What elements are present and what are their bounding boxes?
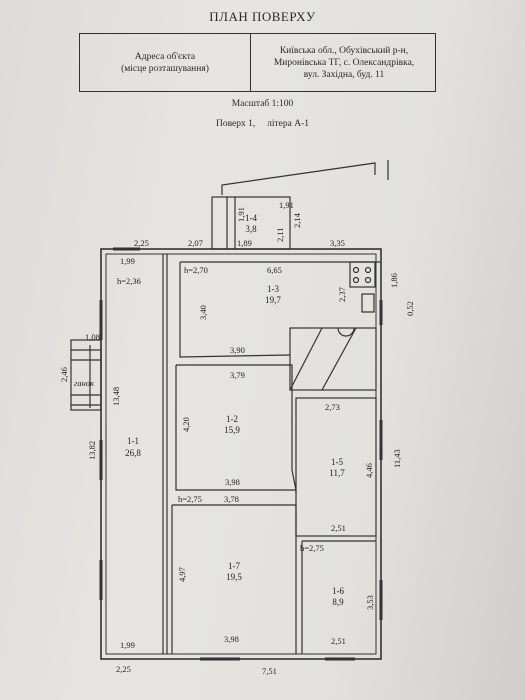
wall-1-7 (172, 504, 297, 654)
room-1-6-id: 1-6 (332, 586, 344, 596)
height-1-6: h=2,75 (300, 543, 324, 553)
height-1-1: h=2,36 (117, 276, 141, 286)
address-value-cell: Київська обл., Обухівський р-н, Миронівс… (251, 34, 437, 91)
dim-13-82: 13,82 (87, 441, 97, 460)
wall-1-5 (295, 397, 377, 537)
dim-2-51-bottom: 2,51 (331, 636, 346, 646)
dim-1-99-top: 1,99 (120, 256, 135, 266)
room-1-7-id: 1-7 (228, 561, 240, 571)
dim-2-25-bottom: 2,25 (116, 664, 131, 674)
height-1-3: h=2,70 (184, 265, 208, 275)
dim-1-89: 1,89 (237, 238, 252, 248)
wall-1-2-left-bottom (175, 365, 296, 491)
dim-2-14: 2,14 (292, 212, 302, 228)
dim-3-35: 3,35 (330, 238, 345, 248)
dim-2-07: 2,07 (188, 238, 203, 248)
room-1-2-id: 1-2 (226, 414, 238, 424)
stove-burner (352, 266, 360, 274)
porch-width: 1,08 (85, 332, 100, 342)
dim-11-43: 11,43 (392, 449, 402, 468)
dim-4-97: 4,97 (177, 567, 187, 582)
room-1-1-area: 26,8 (125, 448, 141, 458)
wall-1-3-left-bottom (179, 262, 291, 358)
dim-4-20: 4,20 (181, 417, 191, 432)
heater-diagonal (289, 327, 323, 391)
dim-3-98-bottom: 3,98 (224, 634, 239, 644)
dim-13-48: 13,48 (111, 387, 121, 406)
dim-1-86: 1,86 (389, 273, 399, 288)
dim-1-91-h: 1,91 (279, 200, 294, 210)
stove-outline (349, 261, 376, 288)
dim-2-51-mid: 2,51 (331, 523, 346, 533)
dim-3-40: 3,40 (198, 305, 208, 320)
room-1-4-area: 3,8 (245, 224, 257, 234)
heater-block (289, 327, 377, 391)
room-1-1-id: 1-1 (127, 436, 139, 446)
height-1-7: h=2,75 (178, 494, 202, 504)
dim-6-65: 6,65 (267, 265, 282, 275)
dim-1-91-v: 1,91 (236, 207, 246, 222)
porch-outline (70, 339, 102, 411)
stove-burner (364, 266, 372, 274)
dim-0-52: 0,52 (405, 301, 415, 316)
room-1-5-area: 11,7 (329, 468, 345, 478)
room-1-5-id: 1-5 (331, 457, 343, 467)
dim-2-37: 2,37 (337, 287, 347, 302)
dim-1-99-bottom: 1,99 (120, 640, 135, 650)
address-label: Адреса об'єкта (134, 51, 196, 62)
room-1-6-area: 8,9 (332, 597, 344, 607)
address-table: Адреса об'єкта (місце розташування) Київ… (79, 33, 436, 92)
dim-3-78: 3,78 (224, 494, 239, 504)
dim-3-90: 3,90 (230, 345, 245, 355)
dim-2-11: 2,11 (275, 227, 285, 242)
dim-4-46: 4,46 (364, 463, 374, 478)
address-table-divider (250, 34, 251, 91)
porch-height: 2,46 (59, 367, 69, 382)
dim-2-25-top: 2,25 (134, 238, 149, 248)
dim-3-53: 3,53 (365, 595, 375, 610)
dim-3-79: 3,79 (230, 370, 245, 380)
room-1-7-area: 19,5 (226, 572, 242, 582)
room-1-3-area: 19,7 (265, 295, 281, 305)
page-title: ПЛАН ПОВЕРХУ (209, 9, 316, 24)
room-1-4-id: 1-4 (245, 213, 257, 223)
address-value-line2: Миронівська ТГ, с. Олександрівка, (273, 57, 415, 68)
dim-2-73: 2,73 (325, 402, 340, 412)
stove-burner (364, 276, 372, 284)
sink-outline (361, 293, 375, 313)
room-1-3-id: 1-3 (267, 284, 279, 294)
scale-text: Масштаб 1:100 (231, 99, 294, 109)
floor-info: Поверх 1, літера А-1 (216, 119, 309, 129)
dim-3-98-mid: 3,98 (225, 477, 240, 487)
address-value-line1: Київська обл., Обухівський р-н, (279, 45, 409, 56)
address-label-note: (місце розташування) (121, 63, 209, 74)
vestibule-roof-line (221, 162, 376, 195)
dim-7-51: 7,51 (262, 666, 277, 676)
address-label-cell: Адреса об'єкта (місце розташування) (80, 34, 250, 91)
address-value-line3: вул. Західна, буд. 11 (303, 69, 385, 80)
porch-label: ганок (74, 378, 95, 388)
stove-burner (352, 276, 360, 284)
room-1-2-area: 15,9 (224, 425, 240, 435)
heater-arc (337, 327, 355, 337)
heater-diagonal-2 (321, 327, 357, 391)
